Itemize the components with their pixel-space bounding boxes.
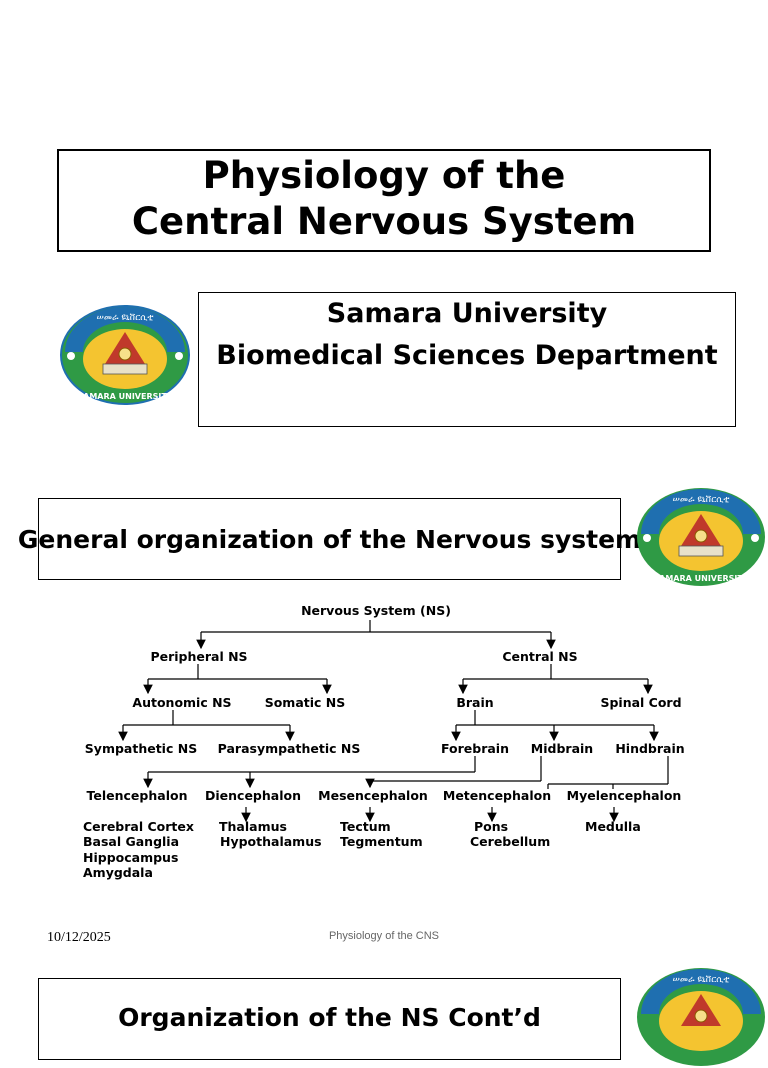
myel-part: Medulla (585, 819, 641, 834)
department-name: Biomedical Sciences Department (216, 340, 718, 371)
node-central-ns: Central NS (502, 649, 577, 664)
tel-part: Cerebral Cortex (83, 819, 194, 834)
samara-university-logo-2: ሠመራ ዩኒቨርሲቲ SAMARA UNIVERSITY (637, 488, 765, 586)
institution-name: Samara University (326, 298, 608, 329)
section-title-box-2: Organization of the NS Cont’d (38, 978, 621, 1060)
node-hindbrain: Hindbrain (615, 741, 684, 756)
met-part: Cerebellum (470, 834, 550, 849)
logo-top-text: ሠመራ ዩኒቨርሲቲ (673, 974, 730, 985)
node-peripheral-ns: Peripheral NS (150, 649, 247, 664)
dien-part: Hypothalamus (220, 834, 322, 849)
logo-bottom-text: SAMARA UNIVERSITY (653, 574, 748, 583)
mes-part: Tegmentum (340, 834, 423, 849)
node-somatic-ns: Somatic NS (265, 695, 346, 710)
samara-university-logo-3: ሠመራ ዩኒቨርሲቲ (637, 968, 765, 1066)
met-part: Pons (474, 819, 508, 834)
section-title-2: Organization of the NS Cont’d (118, 1003, 541, 1032)
node-spinal-cord: Spinal Cord (600, 695, 681, 710)
node-midbrain: Midbrain (531, 741, 593, 756)
slide-title-line-1: Physiology of the (202, 154, 566, 197)
node-autonomic-ns: Autonomic NS (132, 695, 231, 710)
section-title: General organization of the Nervous syst… (17, 524, 642, 554)
slide-title-line-2: Central Nervous System (131, 200, 637, 243)
node-sympathetic-ns: Sympathetic NS (85, 741, 197, 756)
node-parasympathetic-ns: Parasympathetic NS (218, 741, 361, 756)
logo-top-text: ሠመራ ዩኒቨርሲቲ (673, 494, 730, 505)
node-metencephalon: Metencephalon (443, 788, 551, 803)
tel-part: Hippocampus (83, 850, 178, 865)
node-telencephalon: Telencephalon (87, 788, 188, 803)
logo-top-text: ሠመራ ዩኒቨርሲቲ (97, 312, 154, 323)
node-forebrain: Forebrain (441, 741, 509, 756)
footer-title: Physiology of the CNS (328, 930, 440, 942)
node-myelencephalon: Myelencephalon (567, 788, 682, 803)
tel-part: Amygdala (83, 865, 153, 880)
samara-university-logo: ሠመራ ዩኒቨርሲቲ SAMARA UNIVERSITY (60, 305, 190, 405)
institution-box: Samara University Biomedical Sciences De… (198, 292, 736, 427)
mes-part: Tectum (340, 819, 391, 834)
footer-date: 10/12/2025 (47, 930, 111, 945)
node-brain: Brain (456, 695, 493, 710)
node-mesencephalon: Mesencephalon (318, 788, 428, 803)
logo-bottom-text: SAMARA UNIVERSITY (77, 392, 172, 401)
dien-part: Thalamus (219, 819, 287, 834)
node-diencephalon: Diencephalon (205, 788, 301, 803)
slide-title-box: Physiology of the Central Nervous System (57, 149, 711, 252)
section-title-box: General organization of the Nervous syst… (18, 498, 641, 580)
nervous-system-hierarchy-diagram: Nervous System (NS) Peripheral NS Centra… (83, 603, 685, 880)
node-nervous-system: Nervous System (NS) (301, 603, 451, 618)
tel-part: Basal Ganglia (83, 834, 179, 849)
